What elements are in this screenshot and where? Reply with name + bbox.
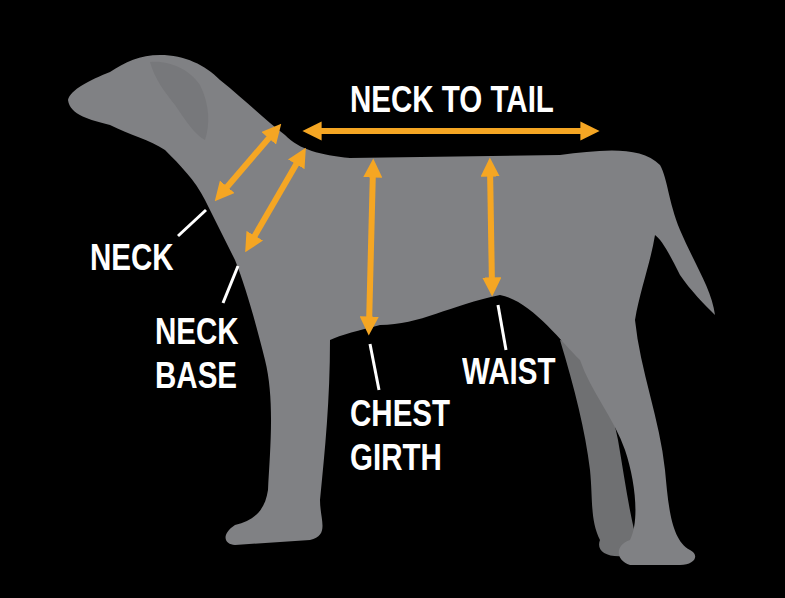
measurement-label: WAIST xyxy=(462,350,569,394)
leader-line xyxy=(223,266,238,303)
leader-line xyxy=(178,210,206,236)
measurement-label: CHEST GIRTH xyxy=(350,392,457,480)
measurement-label: NECK xyxy=(90,236,180,280)
leader-line xyxy=(370,344,379,390)
dog-ear xyxy=(150,62,208,140)
leader-line xyxy=(498,305,506,350)
chest-girth-arrow xyxy=(369,168,373,326)
waist-arrow xyxy=(490,167,492,287)
dog-silhouette xyxy=(68,55,715,565)
measurement-label: NECK BASE xyxy=(155,310,245,398)
neck-to-tail-arrow xyxy=(312,128,590,134)
neck-arrow xyxy=(221,131,275,194)
neck-base-arrow xyxy=(250,156,301,244)
measurement-label: NECK TO TAIL xyxy=(350,78,554,122)
